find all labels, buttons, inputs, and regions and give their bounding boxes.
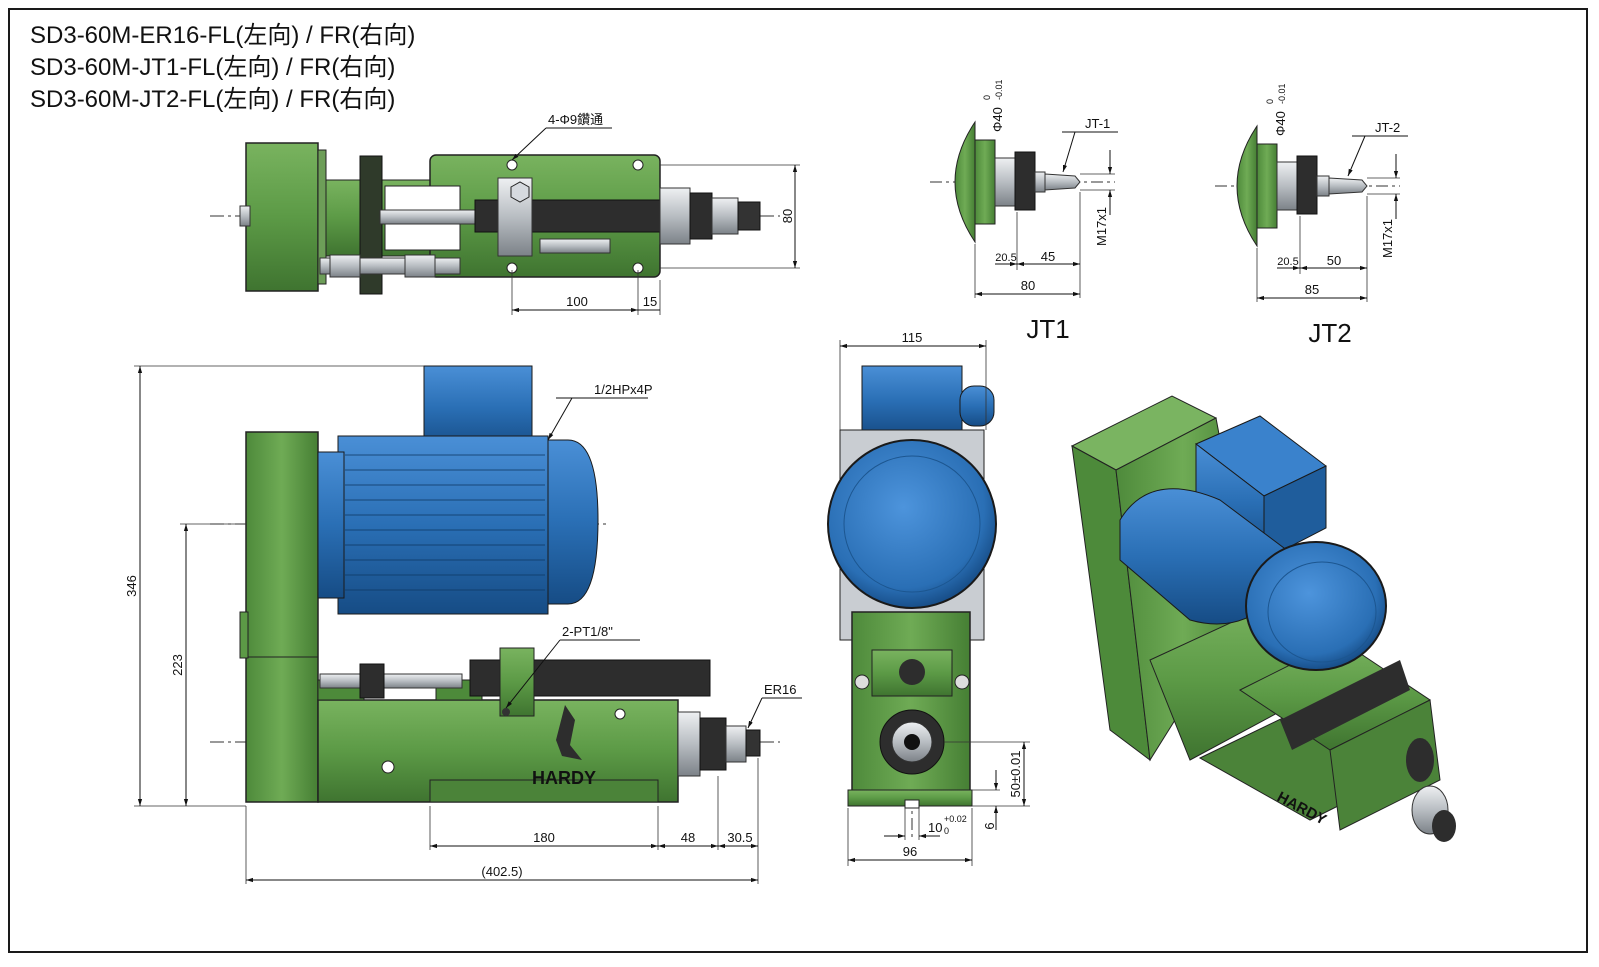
jt1-callout: JT-1 — [1085, 116, 1110, 131]
jt2-dim-total: 85 — [1305, 282, 1319, 297]
brand-side: HARDY — [532, 768, 596, 788]
jt1-detail: Φ40 0 -0.01 JT-1 M17x1 20.5 45 80 JT1 — [930, 79, 1118, 344]
top-view: 4-Φ9鑽通 80 100 15 — [210, 112, 800, 315]
dim-10: 10 — [928, 820, 942, 835]
jt1-diameter: Φ40 — [990, 107, 1005, 132]
model-title-er16: SD3-60M-ER16-FL(左向) / FR(右向) — [30, 22, 416, 49]
jt2-callout: JT-2 — [1375, 120, 1400, 135]
dim-top-100: 100 — [566, 294, 588, 309]
dim-6: 6 — [982, 822, 997, 829]
dim-10-tol-lower: 0 — [944, 826, 949, 836]
model-title-jt1: SD3-60M-JT1-FL(左向) / FR(右向) — [30, 54, 396, 81]
jt1-tol-lower: -0.01 — [994, 79, 1004, 100]
jt2-tol-lower: -0.01 — [1277, 83, 1287, 104]
dim-180: 180 — [533, 830, 555, 845]
jt2-tol-upper: 0 — [1265, 99, 1275, 104]
jt2-label: JT2 — [1308, 318, 1351, 348]
jt2-dim-a: 20.5 — [1277, 256, 1298, 268]
model-titles: SD3-60M-ER16-FL(左向) / FR(右向) SD3-60M-JT1… — [30, 20, 415, 116]
drawing-frame — [8, 8, 1588, 953]
port-note: 2-PT1/8" — [562, 624, 613, 639]
jt1-thread: M17x1 — [1094, 207, 1109, 246]
jt2-diameter: Φ40 — [1273, 111, 1288, 136]
front-view: 115 50±0.01 6 10 +0.02 0 96 — [827, 330, 1030, 866]
holes-note: 4-Φ9鑽通 — [548, 112, 603, 127]
jt2-thread: M17x1 — [1380, 219, 1395, 258]
jt1-label: JT1 — [1026, 314, 1069, 344]
jt1-tol-upper: 0 — [982, 95, 992, 100]
jt1-dim-total: 80 — [1021, 278, 1035, 293]
dim-48: 48 — [681, 830, 695, 845]
model-title-jt2: SD3-60M-JT2-FL(左向) / FR(右向) — [30, 86, 396, 113]
dim-402-5: (402.5) — [481, 864, 522, 879]
dim-346: 346 — [124, 575, 139, 597]
dim-top-15: 15 — [643, 294, 657, 309]
dim-top-80: 80 — [780, 209, 795, 223]
dim-115: 115 — [902, 330, 923, 345]
dim-96: 96 — [903, 844, 917, 859]
dim-10-tol-upper: +0.02 — [944, 814, 967, 824]
motor-note: 1/2HPx4P — [594, 382, 653, 397]
isometric-view: HARDY — [1070, 395, 1456, 842]
jt1-dim-b: 45 — [1041, 249, 1055, 264]
dim-30-5: 30.5 — [727, 830, 752, 845]
jt2-detail: Φ40 0 -0.01 JT-2 M17x1 20.5 50 85 JT2 — [1215, 83, 1408, 348]
side-view: 1/2HPx4P HARDY 2-PT1/8" ER16 346 — [124, 365, 802, 884]
collet-note: ER16 — [764, 682, 797, 697]
dim-50: 50±0.01 — [1008, 751, 1023, 798]
jt2-dim-b: 50 — [1327, 253, 1341, 268]
dim-223: 223 — [170, 654, 185, 676]
jt1-dim-a: 20.5 — [995, 252, 1016, 264]
